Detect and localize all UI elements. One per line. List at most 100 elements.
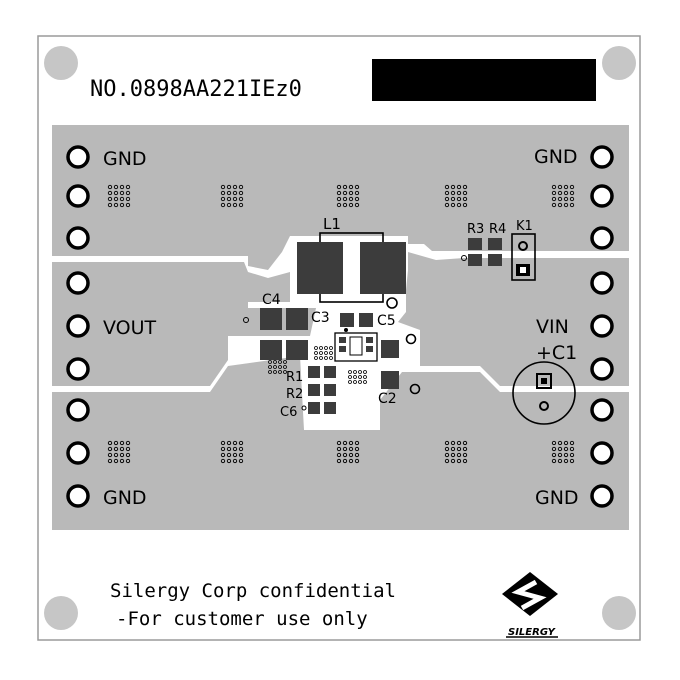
via xyxy=(319,351,323,355)
terminal-pad xyxy=(66,314,90,338)
r1-pad-left xyxy=(308,366,320,378)
via xyxy=(462,446,468,452)
via xyxy=(563,458,569,464)
net-label-vin: VIN xyxy=(536,316,569,338)
via xyxy=(462,196,468,202)
via xyxy=(113,202,119,208)
net-label-gnd-bottom-left: GND xyxy=(103,487,147,509)
via xyxy=(268,360,272,364)
via xyxy=(336,440,342,446)
via xyxy=(444,184,450,190)
via xyxy=(342,446,348,452)
via xyxy=(319,346,323,350)
c1-pin-minus xyxy=(539,401,549,411)
pad-right-upper xyxy=(381,340,399,358)
via xyxy=(569,446,575,452)
via xyxy=(444,458,450,464)
via xyxy=(358,380,362,384)
terminal-pad xyxy=(66,357,90,381)
via xyxy=(226,196,232,202)
via xyxy=(551,440,557,446)
via xyxy=(551,458,557,464)
k1-pin-2-hole xyxy=(520,267,526,273)
terminal-pad xyxy=(590,398,614,422)
via xyxy=(456,184,462,190)
ic-outline xyxy=(334,332,378,362)
via xyxy=(113,458,119,464)
via xyxy=(273,370,277,374)
via xyxy=(557,458,563,464)
via xyxy=(563,196,569,202)
mounting-hole-bottom-left xyxy=(44,596,78,630)
l1-pad-left xyxy=(297,242,343,294)
via xyxy=(462,202,468,208)
via xyxy=(557,446,563,452)
via xyxy=(348,458,354,464)
k1-label: K1 xyxy=(516,219,533,234)
via xyxy=(113,184,119,190)
via xyxy=(569,452,575,458)
via xyxy=(450,446,456,452)
r2-pad-left xyxy=(308,384,320,396)
via xyxy=(125,458,131,464)
via xyxy=(353,370,357,374)
terminal-pad xyxy=(66,184,90,208)
via xyxy=(551,202,557,208)
via xyxy=(125,202,131,208)
via xyxy=(119,440,125,446)
ic-pin-3 xyxy=(366,337,373,343)
via xyxy=(283,360,287,364)
via xyxy=(119,452,125,458)
via xyxy=(363,375,367,379)
l1-pad-right xyxy=(360,242,406,294)
via xyxy=(232,202,238,208)
via xyxy=(354,202,360,208)
terminal-pad xyxy=(590,184,614,208)
via xyxy=(107,446,113,452)
terminal-pad xyxy=(590,271,614,295)
mounting-hole-bottom-right xyxy=(602,596,636,630)
via xyxy=(125,452,131,458)
via xyxy=(354,190,360,196)
via xyxy=(348,370,352,374)
c5-label: C5 xyxy=(377,313,396,329)
via xyxy=(348,440,354,446)
terminal-pad xyxy=(590,226,614,250)
via xyxy=(107,190,113,196)
via xyxy=(348,202,354,208)
terminal-pad xyxy=(66,145,90,169)
r4-pad-top xyxy=(488,238,502,250)
via xyxy=(348,446,354,452)
via xyxy=(342,458,348,464)
via xyxy=(336,458,342,464)
via xyxy=(283,370,287,374)
via xyxy=(238,452,244,458)
terminal-pad xyxy=(590,441,614,465)
via xyxy=(551,452,557,458)
via xyxy=(563,190,569,196)
via-c6 xyxy=(301,405,307,411)
via xyxy=(107,202,113,208)
via xyxy=(329,356,333,360)
via xyxy=(444,196,450,202)
via xyxy=(232,184,238,190)
via xyxy=(329,351,333,355)
via xyxy=(107,184,113,190)
terminal-pad xyxy=(590,314,614,338)
via xyxy=(569,184,575,190)
via xyxy=(348,184,354,190)
silergy-logo-s xyxy=(511,579,547,611)
via xyxy=(557,184,563,190)
via xyxy=(444,446,450,452)
c2-pad xyxy=(381,371,399,389)
terminal-pad xyxy=(590,145,614,169)
via xyxy=(119,446,125,452)
confidential-line-2: -For customer use only xyxy=(116,608,368,630)
via xyxy=(363,370,367,374)
via xyxy=(107,196,113,202)
via xyxy=(342,202,348,208)
via xyxy=(232,196,238,202)
via xyxy=(125,184,131,190)
via xyxy=(107,458,113,464)
via xyxy=(314,356,318,360)
